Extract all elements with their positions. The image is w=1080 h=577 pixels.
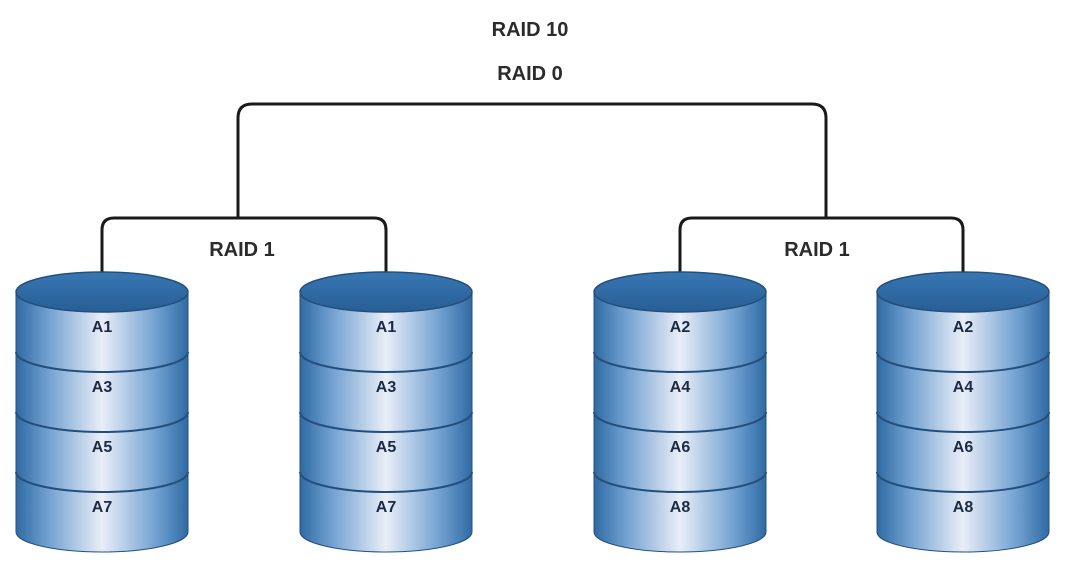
disk-block-label: A7 — [92, 499, 113, 516]
disk-block-label: A3 — [376, 379, 397, 396]
disk-block-label: A5 — [376, 439, 397, 456]
connectors — [100, 102, 965, 292]
disk-segment-separator — [593, 351, 767, 373]
disk-block-label: A5 — [92, 439, 113, 456]
disk-block-label: A6 — [670, 439, 691, 456]
disk-top — [876, 271, 1050, 313]
disk-block-label: A1 — [376, 319, 397, 336]
disk-segment-separator — [876, 351, 1050, 373]
disk-segment-separator — [15, 411, 189, 433]
raid1-right-label: RAID 1 — [784, 239, 850, 261]
disk-top — [15, 271, 189, 313]
disk-block-label: A4 — [670, 379, 691, 396]
disk-block-label: A2 — [670, 319, 691, 336]
raid1-right-connector — [678, 216, 965, 292]
disk-body — [15, 291, 189, 553]
disk-body — [299, 291, 473, 553]
disk-block-label: A3 — [92, 379, 113, 396]
disk-segment-separator — [876, 471, 1050, 493]
disk-segment-separator — [593, 411, 767, 433]
disk-block-label: A7 — [376, 499, 397, 516]
disk-block-label: A4 — [953, 379, 974, 396]
disk-segment-separator — [593, 471, 767, 493]
disk-segment-separator — [299, 411, 473, 433]
raid0-label: RAID 0 — [497, 63, 563, 85]
disk-top — [593, 271, 767, 313]
disk-block-label: A6 — [953, 439, 974, 456]
disk-segment-separator — [299, 351, 473, 373]
diagram-title: RAID 10 — [492, 19, 569, 41]
raid0-connector — [236, 102, 828, 218]
disk-top — [299, 271, 473, 313]
raid1-left-label: RAID 1 — [209, 239, 275, 261]
raid1-left-connector — [100, 216, 388, 292]
disk-segment-separator — [15, 471, 189, 493]
disk-block-label: A1 — [92, 319, 113, 336]
disk-block-label: A8 — [670, 499, 691, 516]
disk-body — [876, 291, 1050, 553]
disk-segment-separator — [299, 471, 473, 493]
disk-block-label: A8 — [953, 499, 974, 516]
disk-block-label: A2 — [953, 319, 974, 336]
disk-body — [593, 291, 767, 553]
disk-segment-separator — [876, 411, 1050, 433]
disk-segment-separator — [15, 351, 189, 373]
